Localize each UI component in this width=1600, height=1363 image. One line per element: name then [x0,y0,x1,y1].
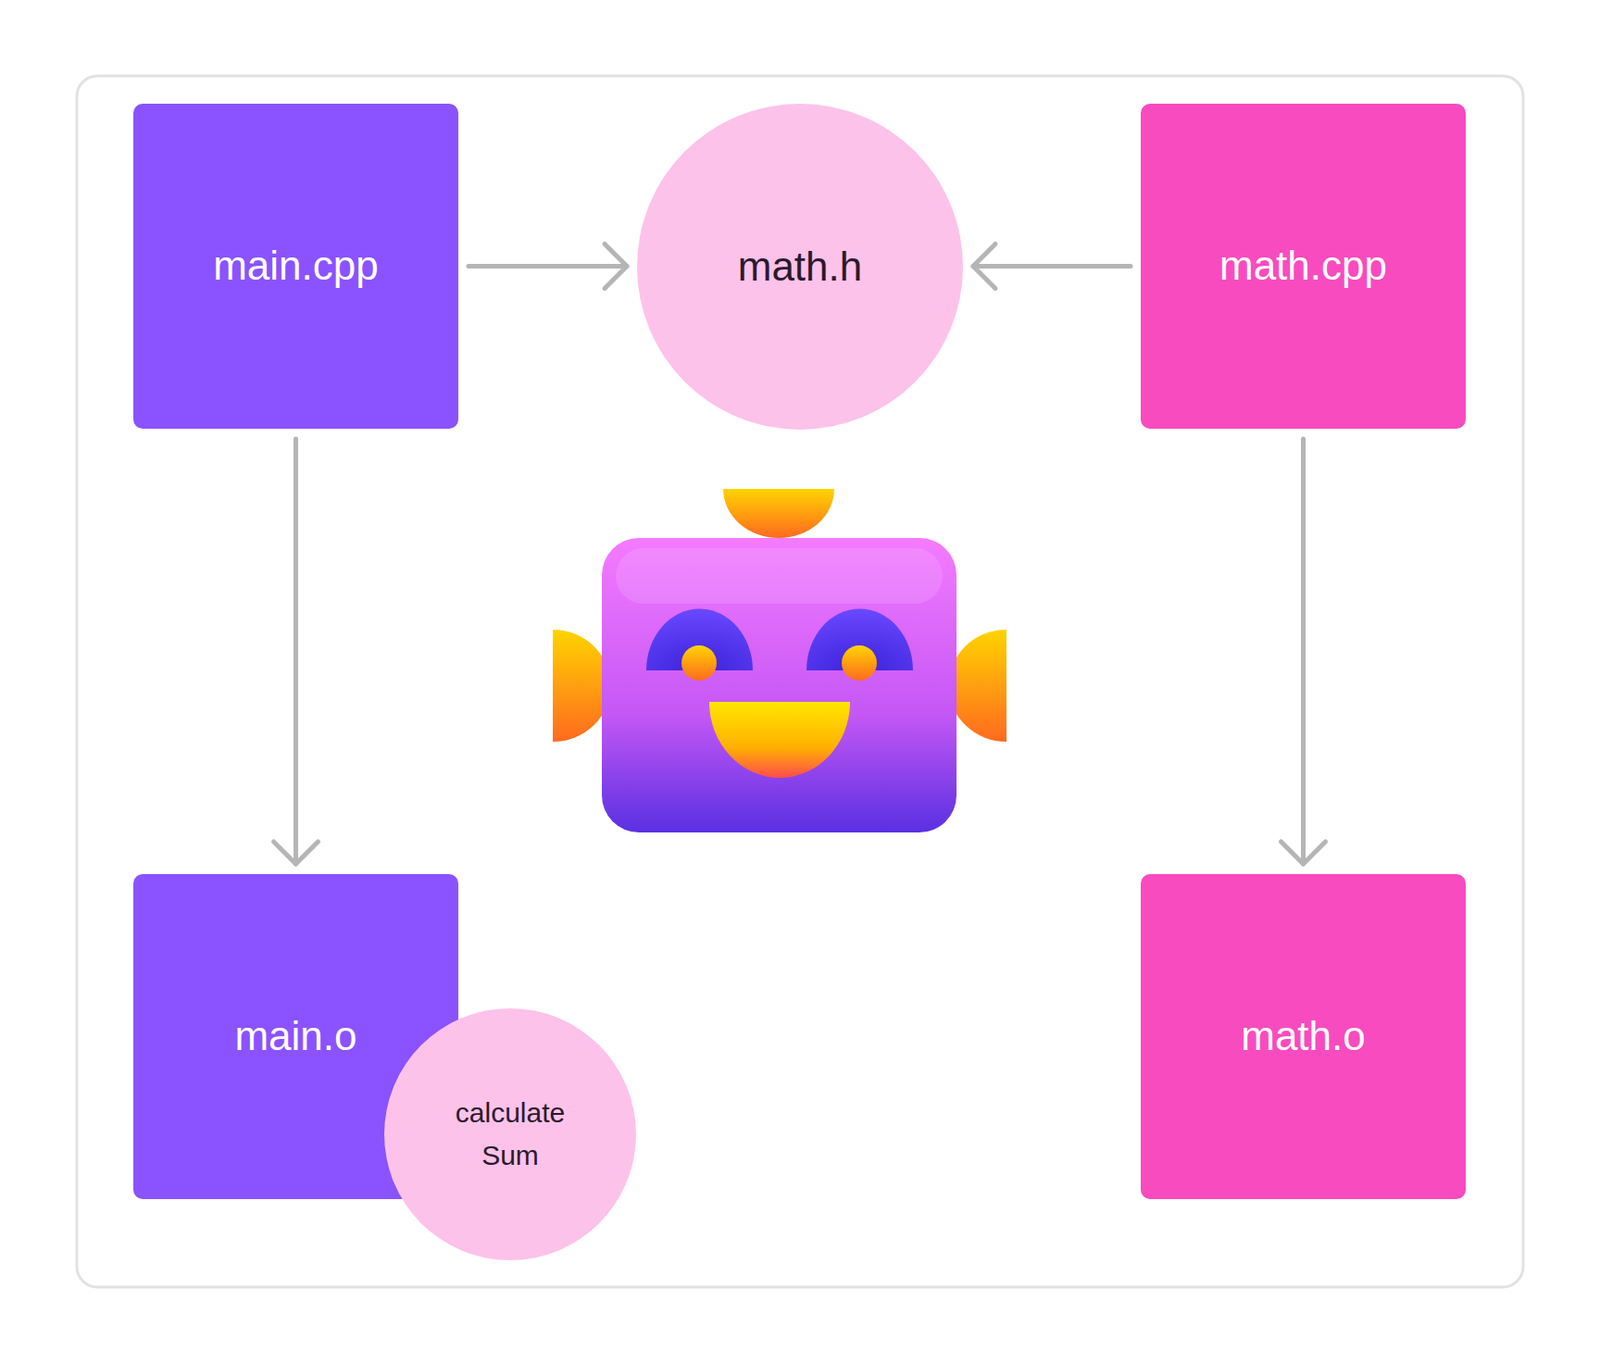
circle-fill [384,1008,637,1261]
symbol-circle: calculate Sum [384,1008,637,1261]
robot-mouth [709,701,850,778]
arrow-connector [1281,438,1326,864]
node-label: main.cpp [212,241,379,291]
robot-pupil [681,645,717,681]
robot-antenna [723,488,835,538]
robot-head [601,537,957,833]
header-file-circle: math.h [637,103,963,430]
connector-line [293,438,299,864]
node-label: main.o [234,1012,357,1062]
arrow-connector [468,244,627,289]
arrowhead [604,244,627,289]
diagram-frame [76,75,1524,1288]
connector-line [468,263,627,269]
arrowhead [274,841,319,864]
connector-line [1300,438,1306,864]
node-label: math.cpp [1219,241,1388,291]
robot-highlight [615,548,943,604]
arrowhead [1281,841,1326,864]
connector-line [973,263,1131,269]
robot-pupil [841,645,877,681]
source-file-box: math.cpp [1140,103,1466,429]
circle-outline [384,1008,637,1261]
circle-fill [637,103,963,430]
node-label: math.o [1240,1012,1366,1062]
node-label: math.h [737,242,863,292]
source-file-box: main.cpp [133,103,459,429]
node-label: calculate Sum [440,1091,580,1178]
arrowhead [973,244,996,289]
arrow-connector [973,244,1131,289]
object-file-box: math.o [1140,874,1466,1200]
arrow-connector [274,438,319,864]
robot-ear [948,629,1007,742]
